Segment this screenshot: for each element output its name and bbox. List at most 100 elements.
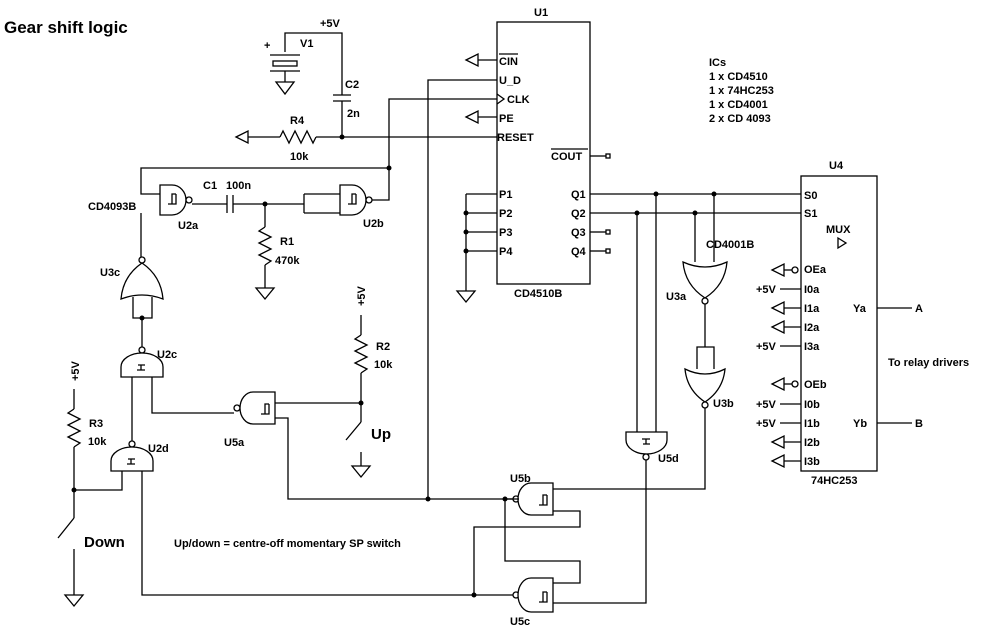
nor-gate-u3b: U3b — [553, 346, 734, 490]
u4-plus5v-i0a: +5V — [756, 284, 777, 296]
mux-outputs: A B To relay drivers — [877, 303, 969, 430]
down-switch: Down — [57, 517, 125, 608]
r1-label: R1 — [280, 236, 294, 248]
u1-pin-ud: U_D — [499, 75, 521, 87]
u1-label: U1 — [534, 7, 548, 19]
u4-pin-i1a: I1a — [804, 303, 820, 315]
ic-u1: U1 CD4510B CIN U_D CLK PE RESET P1 P2 P3… — [496, 7, 591, 300]
u1-pin-wiring — [455, 52, 611, 304]
resistor-r2: +5V R2 10k — [353, 285, 393, 422]
u4-pin-i2b: I2b — [804, 437, 820, 449]
u4-pin-s1: S1 — [804, 208, 817, 220]
nand-gate-u5b: U5b — [473, 473, 581, 595]
u1-part: CD4510B — [514, 288, 562, 300]
u1-pin-cin: CIN — [499, 56, 518, 68]
nand-gate-u2a: U2a CD4093B — [88, 184, 199, 232]
u4-pin-oea: OEa — [804, 264, 827, 276]
u4-pin-i2a: I2a — [804, 322, 820, 334]
u2d-label: U2d — [148, 443, 169, 455]
up-switch: Up — [345, 421, 391, 479]
r3-label: R3 — [89, 418, 103, 430]
up-down-line — [425, 79, 497, 502]
ground-symbol-v1 — [274, 81, 296, 96]
u1-pin-q3: Q3 — [571, 227, 586, 239]
ic-list-heading: ICs — [709, 57, 726, 69]
c1-value: 100n — [226, 180, 251, 192]
u2c-label: U2c — [157, 349, 177, 361]
u3b-label: U3b — [713, 398, 734, 410]
plus5v-label: +5V — [320, 18, 341, 30]
up-label: Up — [371, 426, 391, 443]
c2-value: 2n — [347, 108, 360, 120]
r3-value: 10k — [88, 436, 107, 448]
u4-pin-i3b: I3b — [804, 456, 820, 468]
u2a-label: U2a — [178, 220, 199, 232]
capacitor-c1: C1 100n — [192, 180, 304, 213]
c1-label: C1 — [203, 180, 217, 192]
u5d-label: U5d — [658, 453, 679, 465]
cd4093b-label: CD4093B — [88, 201, 136, 213]
output-b-label: B — [915, 418, 923, 430]
diagram-title: Gear shift logic — [4, 18, 128, 37]
output-a-label: A — [915, 303, 923, 315]
c2-label: C2 — [345, 79, 359, 91]
u1-pin-cout: COUT — [551, 151, 582, 163]
nand-gate-u5c: U5c — [474, 577, 554, 628]
u4-pin-i1b: I1b — [804, 418, 820, 430]
ic-list-item: 1 x CD4001 — [709, 99, 768, 111]
nor-gate-u3c: U3c — [100, 256, 164, 347]
u4-plus5v-i0b: +5V — [756, 399, 777, 411]
ic-u4: U4 74HC253 MUX S0 S1 OEa I0a I1a I2a I3a… — [800, 160, 878, 487]
relay-drivers-note: To relay drivers — [888, 357, 969, 369]
nand-gate-u5a: U5a — [224, 391, 510, 500]
resistor-r4: R4 10k — [234, 115, 497, 163]
ic-list-item: 1 x CD4510 — [709, 71, 768, 83]
u4-pin-oeb: OEb — [804, 379, 827, 391]
u4-plus5v-i1b: +5V — [756, 418, 777, 430]
nor-gate-u3a: CD4001B U3a — [666, 239, 754, 347]
u5b-label: U5b — [510, 473, 531, 485]
nand-gate-u2c: U2c — [120, 346, 234, 441]
battery-v1: + V1 +5V — [264, 18, 343, 95]
u4-plus5v-i3a: +5V — [756, 341, 777, 353]
select-wiring — [590, 191, 801, 432]
u4-pin-s0: S0 — [804, 190, 817, 202]
u1-pin-pe: PE — [499, 113, 514, 125]
nand-gate-u2b: U2b — [303, 184, 384, 230]
r2-supply-label: +5V — [356, 285, 368, 306]
resistor-r1: R1 470k — [254, 204, 300, 301]
u4-input-wiring: +5V +5V +5V +5V — [756, 262, 801, 469]
u1-pin-q2: Q2 — [571, 208, 586, 220]
u2b-label: U2b — [363, 218, 384, 230]
r4-label: R4 — [290, 115, 305, 127]
switch-note: Up/down = centre-off momentary SP switch — [174, 538, 401, 550]
u3c-label: U3c — [100, 267, 120, 279]
svg-text:+: + — [264, 40, 270, 52]
resistor-r3: +5V R3 10k — [66, 360, 107, 518]
u4-pin-yb: Yb — [853, 418, 867, 430]
nand-gate-u2d: U2d — [71, 440, 477, 598]
u4-mux-label: MUX — [826, 224, 851, 236]
u1-pin-clk: CLK — [507, 94, 530, 106]
u5c-label: U5c — [510, 616, 530, 628]
u4-pin-i0a: I0a — [804, 284, 820, 296]
ic-list: ICs 1 x CD4510 1 x 74HC253 1 x CD4001 2 … — [709, 57, 774, 125]
cd4001b-label: CD4001B — [706, 239, 754, 251]
capacitor-c2: C2 2n — [333, 79, 360, 137]
u4-pin-i0b: I0b — [804, 399, 820, 411]
u3a-label: U3a — [666, 291, 687, 303]
nand-gate-u5d: U5d — [553, 431, 679, 604]
r3-supply-label: +5V — [70, 360, 82, 381]
u4-part: 74HC253 — [811, 475, 857, 487]
u1-pin-p4: P4 — [499, 246, 513, 258]
r1-value: 470k — [275, 255, 300, 267]
u1-pin-reset: RESET — [497, 132, 534, 144]
ic-list-item: 1 x 74HC253 — [709, 85, 774, 97]
ic-list-item: 2 x CD 4093 — [709, 113, 771, 125]
u1-pin-q1: Q1 — [571, 189, 586, 201]
u1-pin-p2: P2 — [499, 208, 512, 220]
r2-value: 10k — [374, 359, 393, 371]
u1-pin-q4: Q4 — [571, 246, 587, 258]
u4-pin-i3a: I3a — [804, 341, 820, 353]
